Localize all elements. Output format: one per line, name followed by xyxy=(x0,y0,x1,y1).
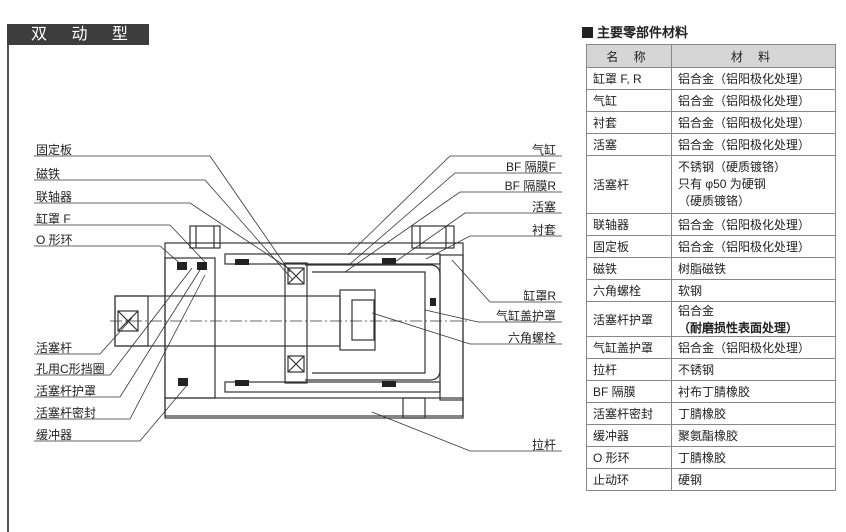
label-fixing-plate: 固定板 xyxy=(36,143,73,157)
label-coupling: 联轴器 xyxy=(36,190,73,204)
label-bf-diaphragm-r: BF 隔膜R xyxy=(504,179,556,193)
label-cylinder-cover-f: 缸罩 F xyxy=(36,212,71,226)
label-cylinder-cover-r: 缸罩R xyxy=(523,289,556,303)
square-bullet-icon xyxy=(582,27,593,38)
material-emphasis: （耐磨损性表面处理） xyxy=(678,321,799,335)
part-material: 铝合金（铝阳极化处理） xyxy=(671,235,836,258)
part-name: 六角螺栓 xyxy=(586,279,672,302)
table-row: BF 隔膜衬布丁腈橡胶 xyxy=(586,380,836,403)
material-line: （硬质镀铬） xyxy=(678,194,751,208)
part-name: 固定板 xyxy=(586,235,672,258)
part-material: 树脂磁铁 xyxy=(671,257,836,280)
label-o-ring: O 形环 xyxy=(36,233,73,247)
label-cylinder-cover-guard: 气缸盖护罩 xyxy=(495,309,556,323)
table-row: 拉杆不锈钢 xyxy=(586,358,836,381)
part-material: 不锈钢 xyxy=(671,358,836,381)
part-material: 铝合金（铝阳极化处理） xyxy=(671,111,836,134)
label-rod-seal: 活塞杆密封 xyxy=(36,406,97,420)
label-hex-bolt: 六角螺栓 xyxy=(507,331,556,345)
material-line: 只有 φ50 为硬钢 xyxy=(678,177,766,191)
materials-heading: 主要零部件材料 xyxy=(582,22,688,41)
part-name: 活塞杆 xyxy=(586,155,672,214)
part-name: 气缸盖护罩 xyxy=(586,336,672,359)
part-name: 活塞杆护罩 xyxy=(586,301,672,337)
table-row: 止动环硬钢 xyxy=(586,468,836,491)
part-material: 铝合金（铝阳极化处理） xyxy=(671,67,836,90)
part-name: 衬套 xyxy=(586,111,672,134)
table-row: 活塞铝合金（铝阳极化处理） xyxy=(586,133,836,156)
table-row: 磁铁树脂磁铁 xyxy=(586,257,836,280)
table-row: 气缸盖护罩铝合金（铝阳极化处理） xyxy=(586,336,836,359)
label-bf-diaphragm-f: BF 隔膜F xyxy=(506,160,556,174)
table-row: 缓冲器聚氨酯橡胶 xyxy=(586,424,836,447)
part-material: 软钢 xyxy=(671,279,836,302)
part-name: 缸罩 F, R xyxy=(586,67,672,90)
label-magnet: 磁铁 xyxy=(36,167,61,181)
table-row: O 形环丁腈橡胶 xyxy=(586,446,836,469)
part-name: O 形环 xyxy=(586,446,672,469)
part-material: 硬钢 xyxy=(671,468,836,491)
part-material: 铝合金 （耐磨损性表面处理） xyxy=(671,301,836,337)
material-line: 不锈钢（硬质镀铬） xyxy=(678,160,787,174)
part-name: 联轴器 xyxy=(586,213,672,236)
materials-heading-text: 主要零部件材料 xyxy=(597,25,689,40)
col-name-header: 名 称 xyxy=(586,44,672,68)
part-name: 缓冲器 xyxy=(586,424,672,447)
material-prefix: 铝合金 xyxy=(678,304,715,318)
part-name: 气缸 xyxy=(586,89,672,112)
part-name: 拉杆 xyxy=(586,358,672,381)
table-row: 活塞杆密封丁腈橡胶 xyxy=(586,402,836,425)
label-piston-rod: 活塞杆 xyxy=(36,341,73,355)
part-material: 聚氨酯橡胶 xyxy=(671,424,836,447)
left-rule xyxy=(7,45,9,532)
part-material: 铝合金（铝阳极化处理） xyxy=(671,213,836,236)
part-name: 磁铁 xyxy=(586,257,672,280)
label-sleeve: 衬套 xyxy=(531,223,556,237)
part-material: 铝合金（铝阳极化处理） xyxy=(671,89,836,112)
label-tie-rod: 拉杆 xyxy=(531,438,556,452)
part-name: 止动环 xyxy=(586,468,672,491)
col-material-header: 材 料 xyxy=(671,44,836,68)
label-buffer: 缓冲器 xyxy=(36,428,73,442)
label-rod-guard: 活塞杆护罩 xyxy=(36,384,97,398)
section-title: 双 动 型 xyxy=(7,24,149,45)
part-material: 不锈钢（硬质镀铬） 只有 φ50 为硬钢 （硬质镀铬） xyxy=(671,155,836,214)
label-cylinder: 气缸 xyxy=(531,143,556,157)
table-row: 衬套铝合金（铝阳极化处理） xyxy=(586,111,836,134)
label-piston: 活塞 xyxy=(531,200,556,214)
part-material: 衬布丁腈橡胶 xyxy=(671,380,836,403)
table-row: 气缸铝合金（铝阳极化处理） xyxy=(586,89,836,112)
part-material: 丁腈橡胶 xyxy=(671,446,836,469)
table-row: 活塞杆 不锈钢（硬质镀铬） 只有 φ50 为硬钢 （硬质镀铬） xyxy=(586,155,836,214)
label-c-retaining-ring: 孔用C形挡圈 xyxy=(36,362,105,376)
table-row: 联轴器铝合金（铝阳极化处理） xyxy=(586,213,836,236)
part-material: 铝合金（铝阳极化处理） xyxy=(671,133,836,156)
part-material: 铝合金（铝阳极化处理） xyxy=(671,336,836,359)
table-row: 固定板铝合金（铝阳极化处理） xyxy=(586,235,836,258)
part-name: BF 隔膜 xyxy=(586,380,672,403)
part-name: 活塞 xyxy=(586,133,672,156)
part-name: 活塞杆密封 xyxy=(586,402,672,425)
table-row: 活塞杆护罩 铝合金 （耐磨损性表面处理） xyxy=(586,301,836,337)
table-row: 六角螺栓软钢 xyxy=(586,279,836,302)
part-material: 丁腈橡胶 xyxy=(671,402,836,425)
